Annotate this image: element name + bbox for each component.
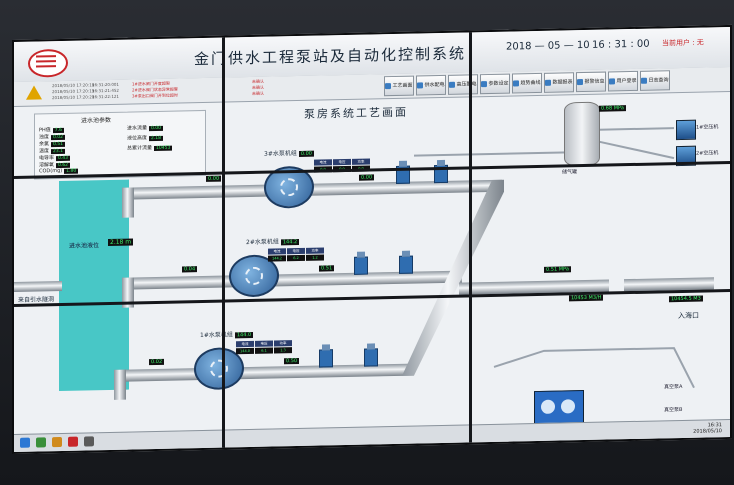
pump-1-outlet-pressure: 0.50 bbox=[284, 357, 300, 365]
display-bezel bbox=[469, 32, 472, 443]
display-bezel bbox=[222, 37, 225, 448]
table-header: 功率 bbox=[274, 340, 292, 347]
pipe-3-drop bbox=[122, 187, 134, 218]
settings-icon[interactable] bbox=[84, 436, 94, 447]
valve-2[interactable] bbox=[354, 256, 368, 275]
pressure-unit: MPa bbox=[558, 266, 569, 273]
folder-icon[interactable] bbox=[52, 436, 62, 448]
scada-icon[interactable] bbox=[68, 436, 78, 447]
pressure-value: 0.51 bbox=[546, 266, 558, 273]
table-header: 功率 bbox=[352, 158, 370, 165]
pump-name: 2#水泵机组 bbox=[246, 238, 279, 247]
check-valve-2[interactable] bbox=[399, 255, 413, 274]
pump-2-inlet-pressure: 0.04 bbox=[182, 266, 198, 273]
table-header: 电压 bbox=[255, 340, 273, 347]
pipe-2 bbox=[122, 270, 462, 290]
vacuum-pump-a-label: 真空泵A bbox=[664, 383, 683, 391]
total-value: 10454.5 bbox=[671, 295, 692, 303]
piping-diagram bbox=[14, 127, 714, 400]
pipe-1-drop bbox=[114, 369, 126, 400]
clock-date: 2018/05/10 bbox=[693, 428, 722, 435]
pump-current: 0.00 bbox=[298, 150, 314, 157]
table-header: 功率 bbox=[306, 247, 324, 254]
pump-current: 144.2 bbox=[280, 238, 300, 246]
inlet-pipe bbox=[14, 280, 62, 292]
table-cell: 144.0 bbox=[236, 347, 254, 355]
main-outlet-pipe bbox=[459, 279, 609, 295]
pump-1-inlet-pressure: 0.02 bbox=[149, 358, 165, 366]
air-line bbox=[598, 127, 675, 160]
table-header: 电流 bbox=[236, 340, 254, 348]
tank-pressure-unit: MPa bbox=[613, 105, 624, 112]
app-icon[interactable] bbox=[36, 437, 46, 448]
vacuum-pump-b-label: 真空泵B bbox=[664, 406, 683, 414]
table-cell: 6.1 bbox=[255, 347, 273, 354]
pump-current: 144.0 bbox=[234, 331, 254, 339]
outlet-total: 10454.5 M3 bbox=[669, 295, 703, 303]
compressor-1-label: 1#空压机 bbox=[696, 124, 719, 131]
pipe-1 bbox=[114, 363, 414, 382]
main-pressure: 0.51 MPa bbox=[544, 266, 571, 273]
table-cell: 144.2 bbox=[268, 255, 286, 262]
scada-screen: 金门供水工程泵站及自动化控制系统 2018 — 05 — 10 16 : 31 … bbox=[12, 24, 732, 454]
table-cell: 1.2 bbox=[306, 254, 324, 261]
table-header: 电压 bbox=[333, 158, 351, 166]
check-valve-1[interactable] bbox=[364, 348, 378, 367]
tank-pressure: 0.68 MPa bbox=[599, 105, 626, 112]
air-tank[interactable] bbox=[564, 101, 600, 167]
pump-name: 1#水泵机组 bbox=[200, 331, 233, 340]
start-icon[interactable] bbox=[20, 437, 30, 448]
pipe-2-drop bbox=[122, 277, 134, 308]
vacuum-line bbox=[493, 347, 695, 389]
total-unit: M3 bbox=[693, 295, 701, 302]
table-header: 电流 bbox=[314, 159, 332, 166]
header-pipe bbox=[402, 179, 504, 376]
pump-name: 3#水泵机组 bbox=[264, 150, 297, 158]
tank-label: 储气罐 bbox=[562, 169, 578, 176]
flow-unit: M3/H bbox=[588, 294, 602, 301]
pump-3-outlet-pressure: 0.00 bbox=[359, 174, 375, 181]
flow-value: 10453 bbox=[571, 294, 587, 302]
outlet-pipe bbox=[624, 277, 714, 292]
air-line bbox=[414, 140, 575, 157]
pump-2-outlet-pressure: 0.51 bbox=[319, 265, 335, 272]
table-header: 电压 bbox=[287, 247, 305, 255]
table-header: 电流 bbox=[268, 248, 286, 255]
tank-pressure-value: 0.68 bbox=[601, 105, 613, 112]
compressor-1[interactable] bbox=[676, 119, 696, 141]
table-cell: 1.3 bbox=[274, 347, 292, 354]
valve-1[interactable] bbox=[319, 349, 333, 368]
main-flow: 10453 M3/H bbox=[569, 294, 604, 302]
pump-3-inlet-pressure: 0.00 bbox=[206, 175, 222, 182]
table-cell: 6.2 bbox=[287, 254, 305, 262]
compressor-2-label: 2#空压机 bbox=[696, 150, 719, 157]
